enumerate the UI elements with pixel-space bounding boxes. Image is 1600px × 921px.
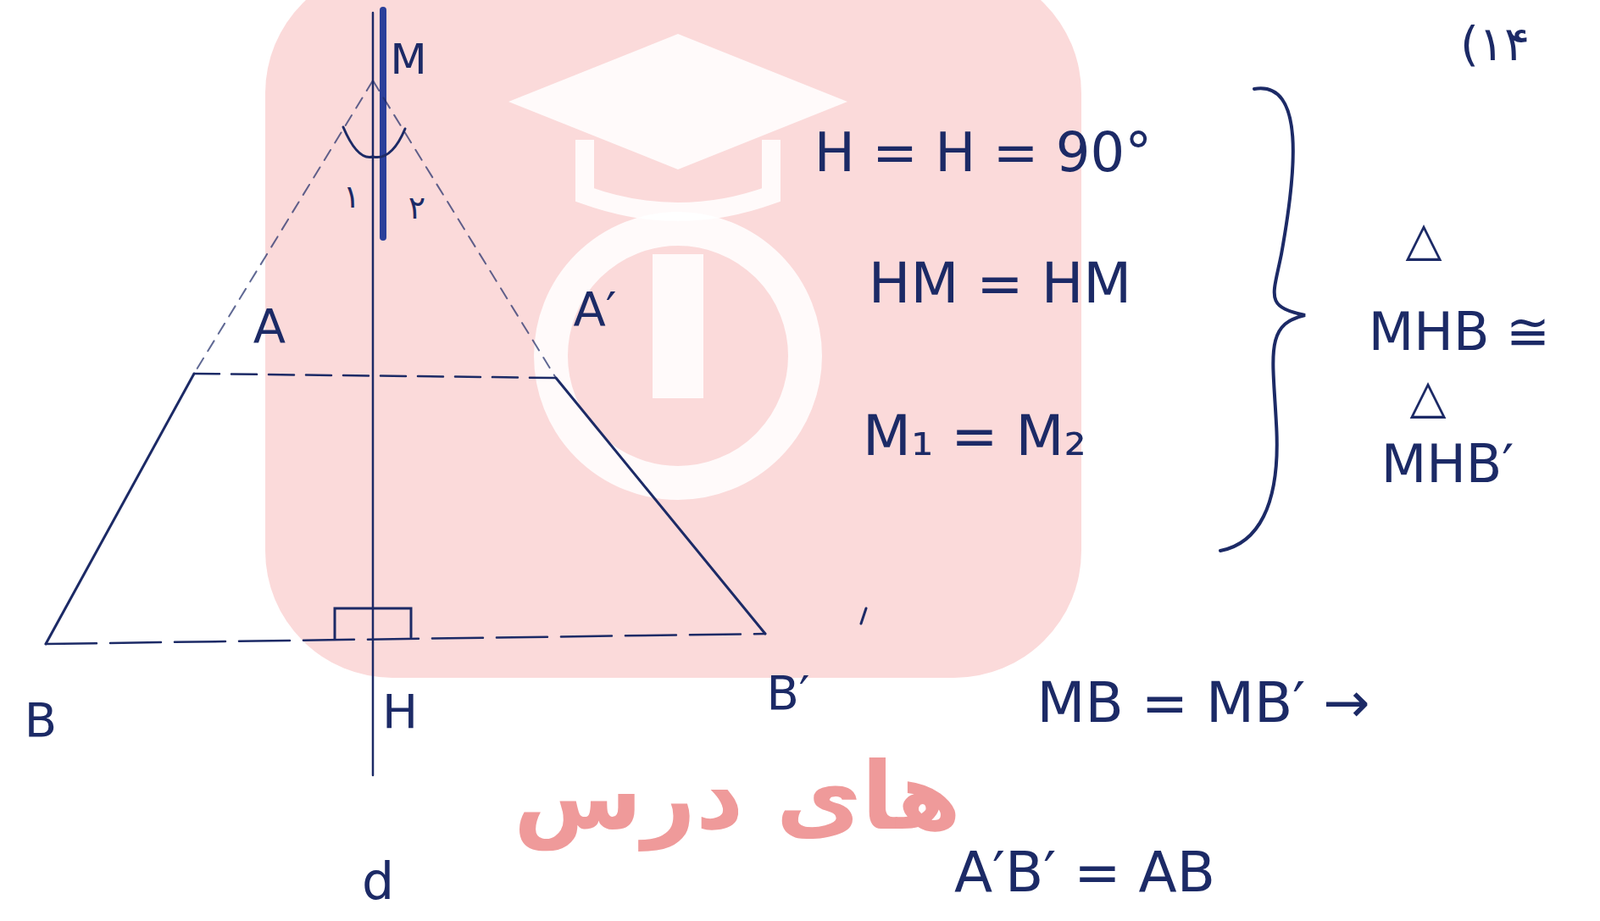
- point-label: H: [382, 688, 418, 736]
- equation-text: HM = HM: [868, 255, 1132, 312]
- watermark-text: های درس: [513, 750, 962, 844]
- angle-label: ۱: [343, 180, 361, 213]
- point-label: A: [253, 302, 286, 350]
- triangle-symbol: △: [1409, 372, 1446, 421]
- figure-lines: [45, 10, 1306, 776]
- equation-text: MB = MB′ →: [1037, 675, 1371, 732]
- equation-text: H = H = 90°: [814, 125, 1152, 180]
- point-label: B: [24, 696, 57, 745]
- equation-text: A′B′ = AB: [954, 844, 1216, 901]
- point-label: A′: [572, 285, 617, 334]
- equation-text: MHB′: [1381, 438, 1515, 491]
- line-label: d: [361, 855, 395, 907]
- point-label: M: [389, 38, 427, 81]
- point-label: B′: [766, 669, 810, 717]
- equation-text: MHB ≅: [1368, 305, 1550, 359]
- angle-label: ۲: [408, 191, 426, 224]
- triangle-symbol: △: [1405, 215, 1442, 263]
- equation-text: M₁ = M₂: [862, 408, 1087, 465]
- watermark-logo: [265, 0, 1082, 678]
- problem-number: (۱۴: [1460, 20, 1530, 68]
